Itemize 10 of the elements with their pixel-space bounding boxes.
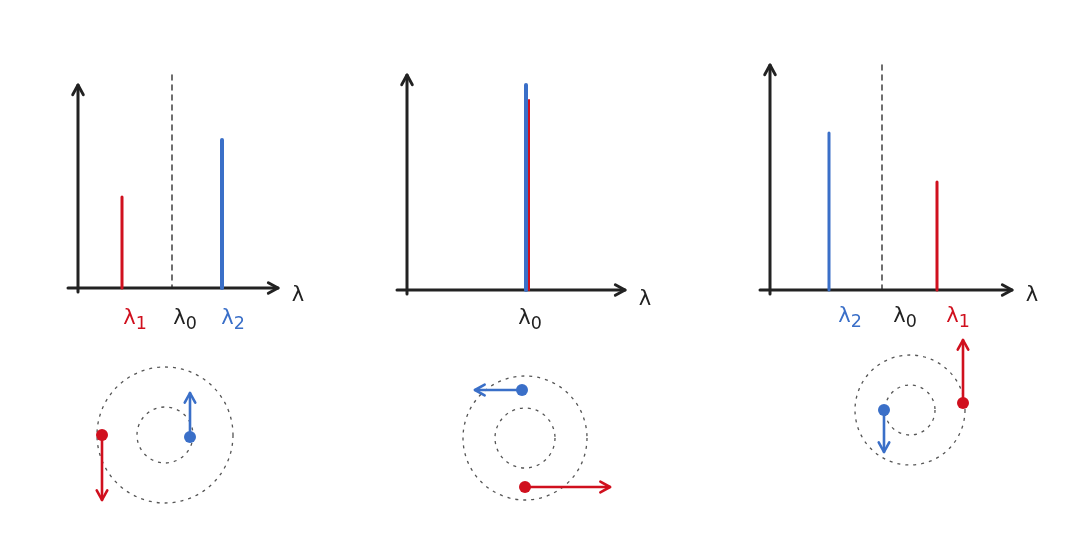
axis-label: λ: [1025, 283, 1039, 305]
axis-label: λ: [291, 283, 305, 305]
wavelength-label: λ$_{1}$: [123, 307, 147, 333]
wavelength-label: λ$_{0}$: [518, 307, 542, 333]
wavelength-label: λ$_{1}$: [946, 305, 970, 331]
axis-label: λ: [638, 287, 652, 309]
wavelength-label: λ$_{0}$: [893, 305, 917, 331]
wavelength-label: λ$_{0}$: [173, 307, 197, 333]
wavelength-label: λ$_{2}$: [838, 305, 862, 331]
wavelength-label: λ$_{2}$: [221, 307, 245, 333]
